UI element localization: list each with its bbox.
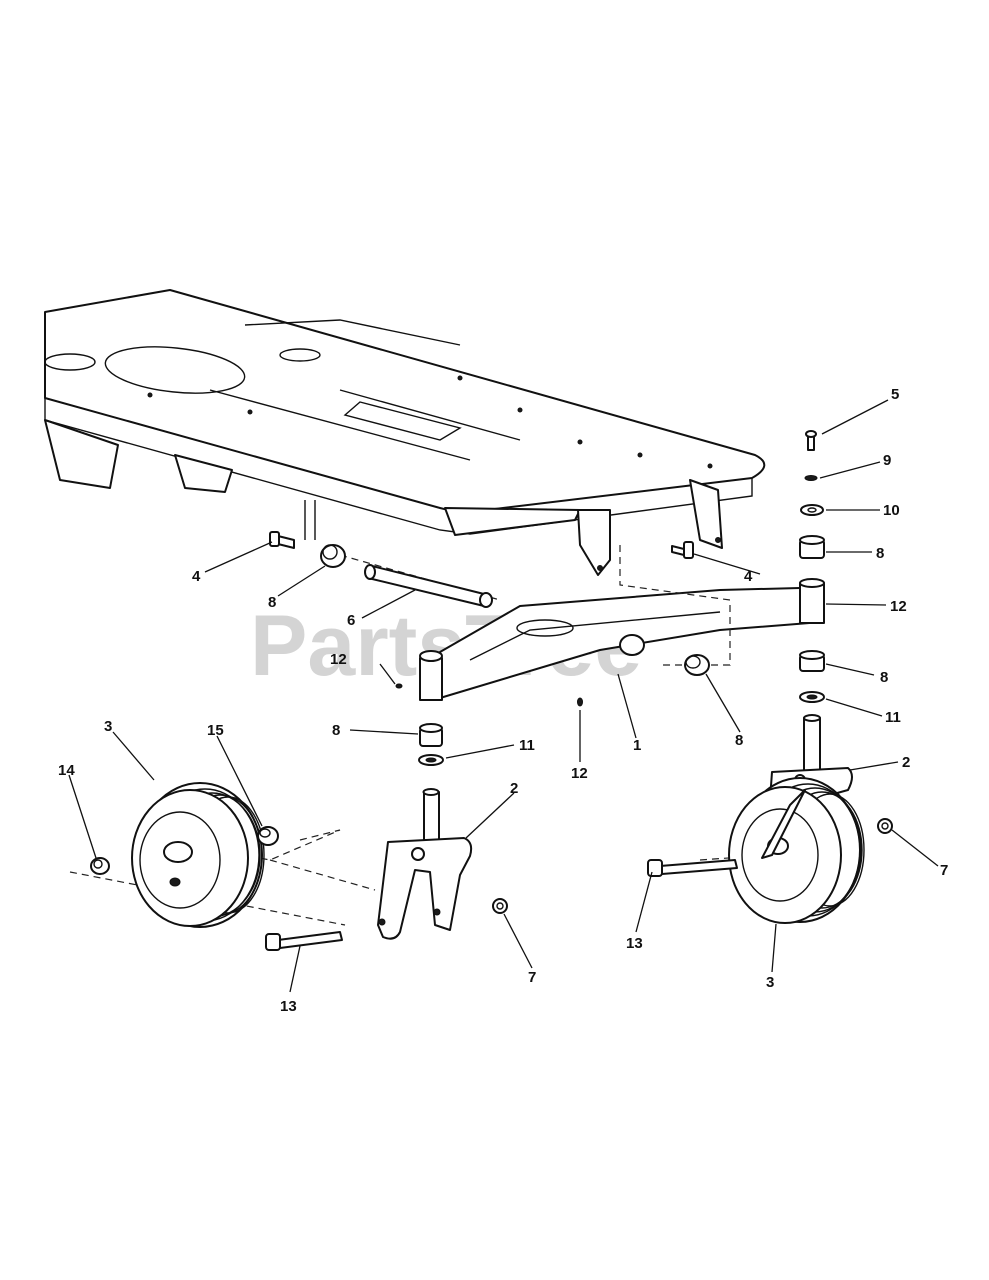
label-8-left-bushing: 8: [268, 594, 276, 611]
bolt-left: [269, 531, 295, 549]
label-8-left-spindle: 8: [332, 722, 340, 739]
label-10: 10: [883, 502, 900, 519]
left-wheel: [131, 782, 265, 928]
label-13-left: 13: [280, 998, 297, 1015]
label-8-right-lower: 8: [880, 669, 888, 686]
front-axle: [437, 587, 823, 699]
label-3-right: 3: [766, 974, 774, 991]
label-2-right: 2: [902, 754, 910, 771]
label-3-left: 3: [104, 718, 112, 735]
left-spindle-stack: [395, 650, 583, 843]
bushing-axle: [684, 654, 710, 676]
leader-lines: [68, 399, 939, 993]
pivot-bolt: [364, 564, 493, 608]
bolt-right: [671, 541, 694, 559]
label-13-right: 13: [626, 935, 643, 952]
label-7-left: 7: [528, 969, 536, 986]
label-11-right: 11: [885, 709, 901, 726]
label-2-left: 2: [510, 780, 518, 797]
right-spindle-stack: [799, 430, 825, 774]
right-nut: [877, 818, 893, 834]
label-12-center: 12: [571, 765, 588, 782]
label-6: 6: [347, 612, 355, 629]
label-12-left: 12: [330, 651, 347, 668]
tractor-frame: [44, 289, 766, 576]
left-wheel-bolt: [265, 931, 343, 951]
label-1: 1: [633, 737, 641, 754]
right-wheel: [728, 777, 865, 924]
left-nut: [492, 898, 508, 914]
label-11-left: 11: [519, 737, 535, 754]
left-wheel-bushing-inner: [257, 826, 279, 846]
left-wheel-bushing-outer: [90, 857, 110, 875]
label-4-right: 4: [744, 568, 753, 585]
label-12-right: 12: [890, 598, 907, 615]
label-9: 9: [883, 452, 891, 469]
label-8-right-upper: 8: [876, 545, 884, 562]
bushing-left: [320, 544, 346, 568]
callout-labels: 5 9 10 8 12 4 4 8 6 12 8 11 1 8 8 11 12 …: [58, 386, 948, 1015]
label-8-axle: 8: [735, 732, 743, 749]
label-7-right: 7: [940, 862, 948, 879]
label-15: 15: [207, 722, 224, 739]
right-wheel-bolt: [647, 859, 738, 877]
label-14: 14: [58, 762, 75, 779]
right-fork-arm: [761, 789, 806, 859]
left-caster-fork: [377, 837, 473, 940]
label-4-left: 4: [192, 568, 201, 585]
label-5-top: 5: [891, 386, 899, 403]
